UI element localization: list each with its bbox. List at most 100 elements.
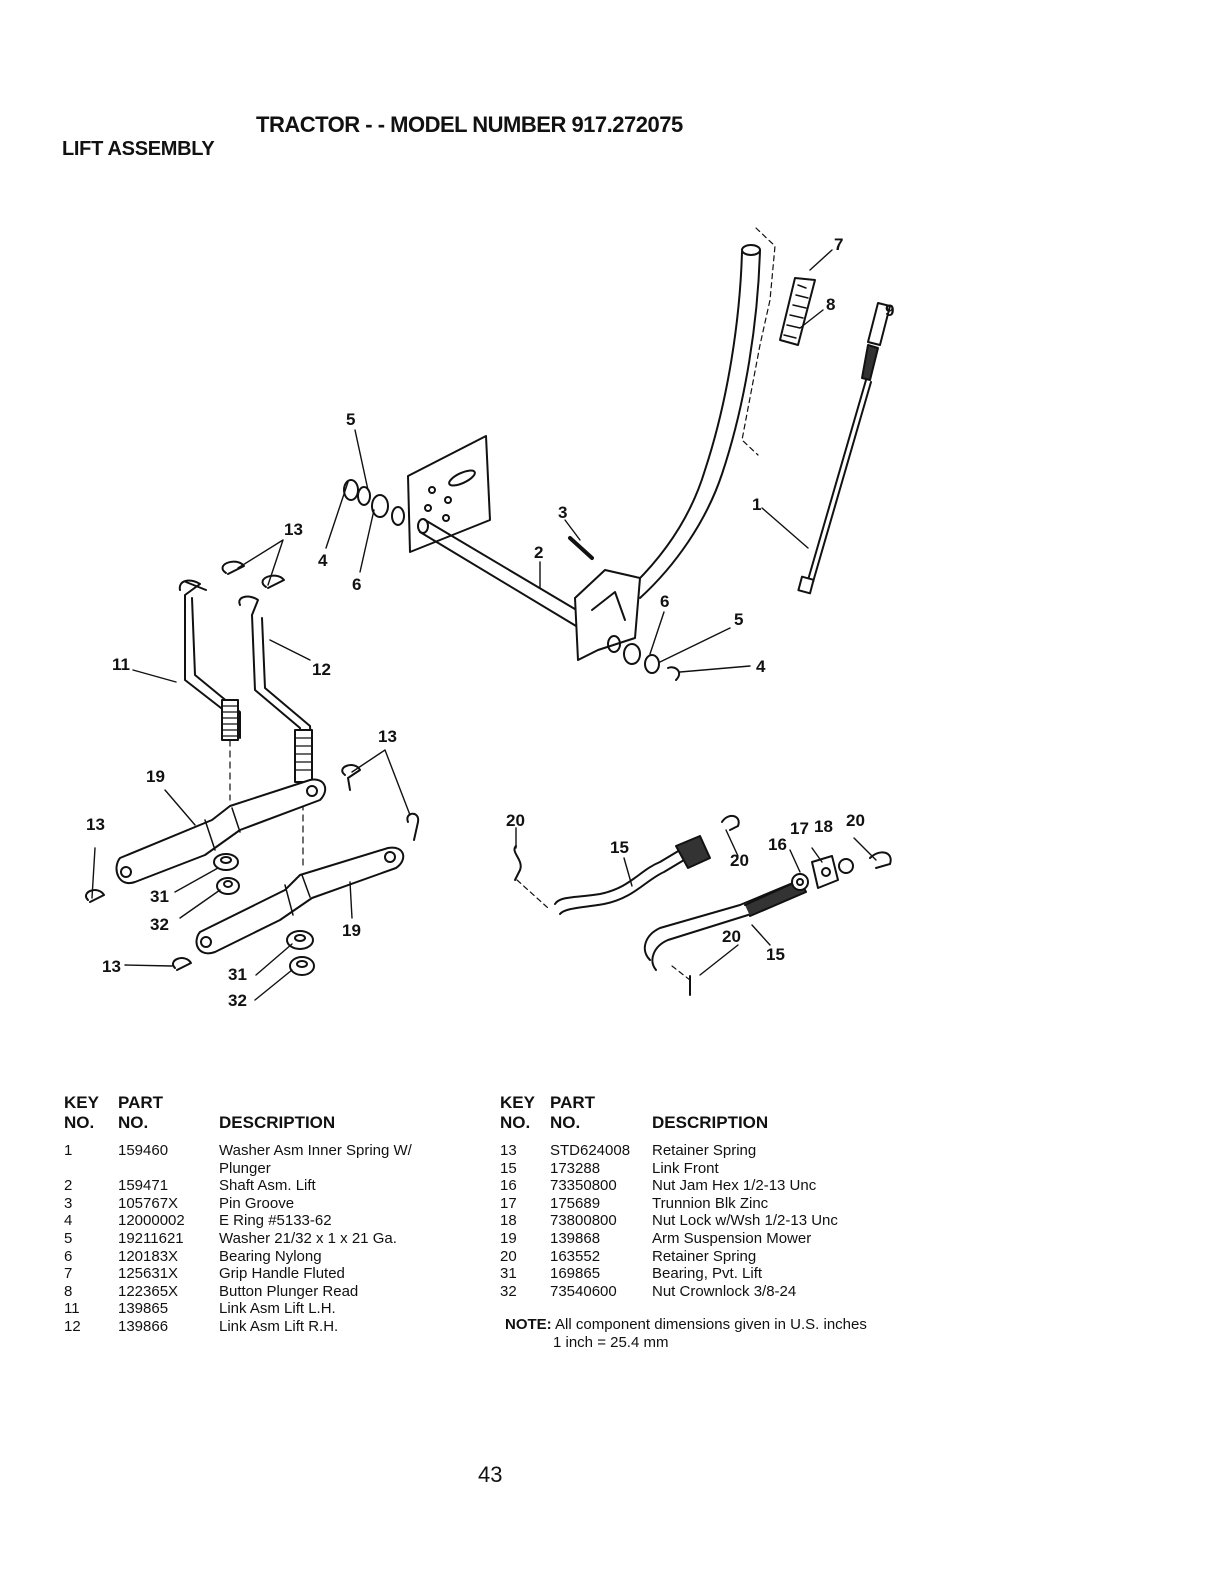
note-label: NOTE: [505,1316,552,1333]
callout-13: 13 [86,815,105,834]
key-number: 1 [64,1142,73,1159]
key-number: 7 [64,1265,73,1283]
key-number: 15 [500,1159,517,1177]
part-number: 139866 [118,1318,169,1335]
dimension-note: NOTE: All component dimensions given in … [505,1316,867,1352]
callout-3: 3 [558,503,567,522]
key-number: 20 [500,1247,517,1265]
note-line-2: 1 inch = 25.4 mm [553,1334,669,1351]
callout-20: 20 [506,811,525,830]
part-number: 73350800 [550,1177,617,1195]
part-description: Shaft Asm. Lift [219,1177,316,1195]
part-description: Nut Crownlock 3/8-24 [652,1282,797,1300]
part-number: 175689 [550,1194,601,1212]
part-number: 120183X [118,1247,179,1265]
callout-6: 6 [352,575,361,594]
lift-assembly-diagram: 7 8 9 5 13 4 6 3 2 1 11 12 6 5 4 13 19 1… [85,227,894,1010]
part-number: 139865 [118,1300,169,1318]
front-link-upper [554,835,711,915]
grip-handle [779,277,816,346]
suspension-arm-upper [115,778,327,885]
parts-list-right: KEY NO. PART NO. DESCRIPTION 13 STD624008… [500,1094,920,1314]
part-number: 173288 [550,1159,601,1177]
header-part: PART [550,1093,596,1112]
key-number: 8 [64,1282,73,1300]
part-number: STD624008 [550,1142,631,1159]
page-number: 43 [478,1462,503,1487]
key-number: 16 [500,1177,517,1195]
part-description: Button Plunger Read [219,1282,359,1300]
note-line-1: All component dimensions given in U.S. i… [555,1316,867,1333]
callout-31: 31 [150,887,169,906]
callout-19: 19 [342,921,361,940]
part-number: 169865 [550,1265,601,1283]
key-number: 4 [64,1212,73,1230]
key-number: 32 [500,1282,517,1300]
header-key-no: NO. [500,1113,531,1132]
key-number: 11 [64,1300,80,1318]
part-description: Bearing Nylong [219,1247,322,1265]
key-number: 12 [64,1318,81,1335]
part-number: 159460 [118,1142,169,1159]
part-description: Retainer Spring [652,1142,757,1159]
key-number: 2 [64,1177,73,1195]
callout-5: 5 [346,410,355,429]
callout-9: 9 [885,301,894,320]
key-number: 6 [64,1247,73,1265]
callout-17: 17 [790,819,809,838]
part-description: Link Asm Lift L.H. [219,1300,336,1318]
callout-11: 11 [112,655,130,674]
part-description: Bearing, Pvt. Lift [652,1265,763,1283]
callout-6: 6 [660,592,669,611]
callout-20: 20 [730,851,749,870]
key-number: 5 [64,1230,73,1247]
part-description: Pin Groove [219,1194,295,1212]
part-description: Link Asm Lift R.H. [219,1318,339,1335]
callout-13: 13 [284,520,303,539]
callout-31: 31 [228,965,247,984]
part-description: Washer Asm Inner Spring W/ [219,1142,412,1159]
part-description: Link Front [652,1159,719,1177]
part-number: 73800800 [550,1212,617,1230]
callout-32: 32 [150,915,169,934]
part-description: Trunnion Blk Zinc [652,1194,769,1212]
callout-20: 20 [722,927,741,946]
part-description: Retainer Spring [652,1247,757,1265]
callout-18: 18 [814,817,833,836]
callout-12: 12 [312,660,331,679]
callout-16: 16 [768,835,787,854]
part-description: Washer 21/32 x 1 x 21 Ga. [219,1230,397,1247]
lift-handle [627,244,761,599]
header-part-no: NO. [118,1113,149,1132]
header-key-no: NO. [64,1113,95,1132]
part-description: Grip Handle Fluted [219,1265,345,1283]
callout-7: 7 [834,235,843,254]
key-number: 17 [500,1194,517,1212]
part-number: 122365X [118,1282,179,1300]
callout-19: 19 [146,767,165,786]
lift-shaft [417,518,591,633]
header-description: DESCRIPTION [219,1113,336,1132]
part-description: Plunger [219,1159,271,1177]
callout-15: 15 [610,838,629,857]
part-description: E Ring #5133-62 [219,1212,332,1230]
part-number: 105767X [118,1194,179,1212]
header-part-no: NO. [550,1113,581,1132]
callout-1: 1 [752,495,761,514]
callout-20: 20 [846,811,865,830]
suspension-arm-lower [195,846,405,955]
part-number: 12000002 [118,1212,185,1230]
callout-13: 13 [378,727,397,746]
key-number: 13 [500,1142,517,1159]
button-plunger [797,302,891,595]
part-number: 159471 [118,1177,169,1195]
callout-5: 5 [734,610,743,629]
part-description: Arm Suspension Mower [652,1230,812,1247]
callout-13: 13 [102,957,121,976]
header-key: KEY [500,1093,535,1112]
callout-32: 32 [228,991,247,1010]
header-description: DESCRIPTION [652,1113,769,1132]
callout-4: 4 [756,657,766,676]
header-part: PART [118,1093,164,1112]
